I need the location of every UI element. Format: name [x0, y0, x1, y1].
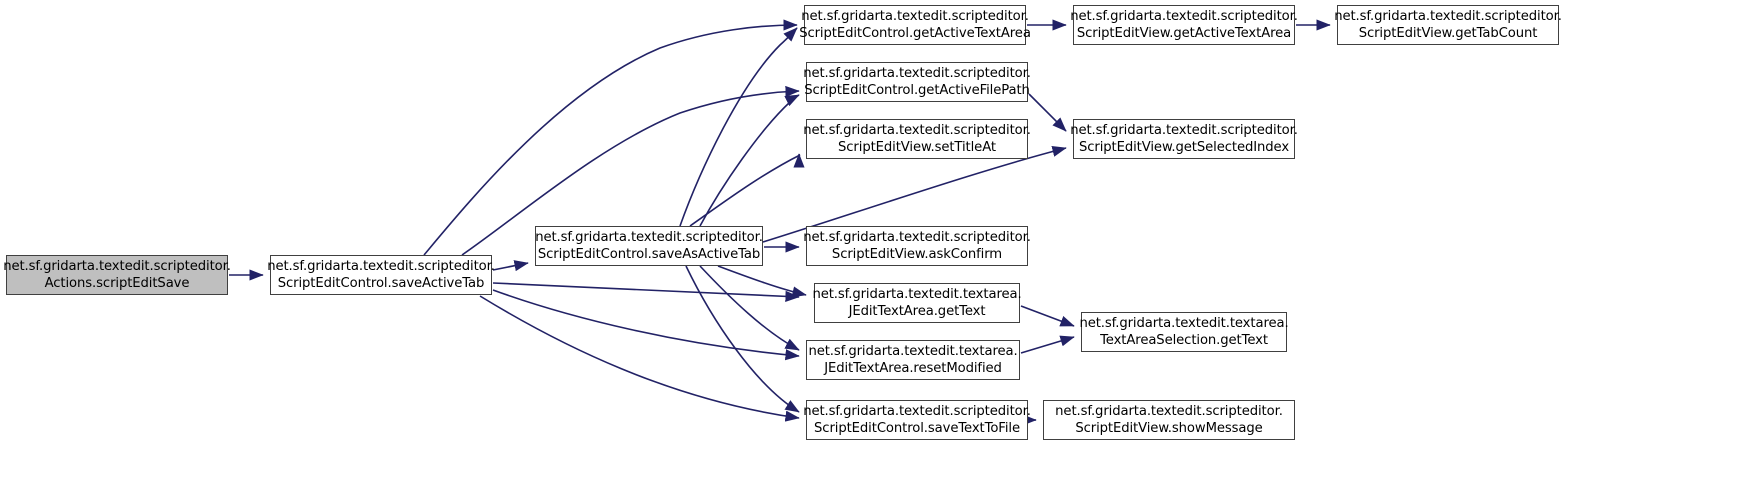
- graph-node-line1: net.sf.gridarta.textedit.textarea.: [1079, 315, 1289, 331]
- graph-node-getSelectedIndex[interactable]: net.sf.gridarta.textedit.scripteditor. Sc…: [1070, 119, 1298, 159]
- graph-node-resetModified[interactable]: net.sf.gridarta.textedit.textarea. JEditT…: [806, 340, 1020, 380]
- graph-node-line2: TextAreaSelection.getText: [1100, 333, 1268, 348]
- graph-node-line1: net.sf.gridarta.textedit.scripteditor.: [3, 258, 231, 274]
- graph-node-line1: net.sf.gridarta.textedit.scripteditor.: [1334, 8, 1562, 24]
- call-edge: [1020, 335, 1075, 354]
- call-edge: [492, 260, 529, 272]
- call-edge: [423, 19, 798, 256]
- graph-node-line2: ScriptEditControl.saveTextToFile: [814, 421, 1020, 436]
- graph-node-line2: ScriptEditControl.saveActiveTab: [277, 276, 485, 291]
- graph-node-line1: net.sf.gridarta.textedit.scripteditor.: [803, 403, 1031, 419]
- graph-node-showMessage[interactable]: net.sf.gridarta.textedit.scripteditor. Sc…: [1043, 400, 1295, 440]
- call-edge: [762, 145, 1067, 243]
- graph-node-jeditGetText[interactable]: net.sf.gridarta.textedit.textarea. JEditT…: [812, 283, 1022, 323]
- graph-node-saveAsActiveTab[interactable]: net.sf.gridarta.textedit.scripteditor. Sc…: [535, 226, 763, 266]
- graph-node-line2: ScriptEditControl.getActiveTextArea: [799, 26, 1031, 41]
- graph-node-viewGetActiveTextArea[interactable]: net.sf.gridarta.textedit.scripteditor. Sc…: [1070, 5, 1298, 45]
- call-edge: [492, 282, 800, 302]
- graph-node-line2: JEditTextArea.getText: [848, 304, 986, 319]
- graph-node-line2: ScriptEditView.showMessage: [1075, 421, 1263, 436]
- call-edge: [699, 94, 800, 227]
- graph-node-scriptEditSave[interactable]: net.sf.gridarta.textedit.scripteditor. Ac…: [3, 255, 231, 295]
- graph-node-line1: net.sf.gridarta.textedit.scripteditor.: [803, 122, 1031, 138]
- call-edge: [679, 27, 798, 227]
- graph-node-line1: net.sf.gridarta.textedit.textarea.: [812, 286, 1022, 302]
- graph-node-line1: net.sf.gridarta.textedit.scripteditor.: [801, 8, 1029, 24]
- graph-node-line1: net.sf.gridarta.textedit.scripteditor.: [803, 229, 1031, 245]
- graph-node-getActiveTextArea[interactable]: net.sf.gridarta.textedit.scripteditor. Sc…: [799, 5, 1031, 45]
- graph-node-line1: net.sf.gridarta.textedit.scripteditor.: [267, 258, 495, 274]
- graph-node-line2: ScriptEditView.getActiveTextArea: [1076, 26, 1292, 41]
- graph-node-line2: Actions.scriptEditSave: [44, 276, 190, 291]
- graph-node-getTabCount[interactable]: net.sf.gridarta.textedit.scripteditor. Sc…: [1334, 5, 1562, 45]
- graph-node-line1: net.sf.gridarta.textedit.textarea.: [808, 343, 1018, 359]
- graph-node-line2: ScriptEditView.setTitleAt: [838, 140, 996, 155]
- graph-node-line1: net.sf.gridarta.textedit.scripteditor.: [803, 65, 1031, 81]
- graph-node-line1: net.sf.gridarta.textedit.scripteditor.: [1070, 122, 1298, 138]
- call-edge: [1020, 305, 1075, 327]
- graph-node-line2: ScriptEditView.getSelectedIndex: [1078, 140, 1290, 155]
- call-edge: [479, 295, 800, 422]
- call-edge: [461, 85, 800, 256]
- graph-node-line1: net.sf.gridarta.textedit.scripteditor.: [1070, 8, 1298, 24]
- graph-node-line2: JEditTextArea.resetModified: [824, 361, 1002, 376]
- graph-node-line2: ScriptEditControl.getActiveFilePath: [804, 83, 1030, 98]
- call-edge: [685, 265, 800, 413]
- graph-node-setTitleAt[interactable]: net.sf.gridarta.textedit.scripteditor. Sc…: [803, 119, 1031, 159]
- call-edge: [699, 265, 800, 351]
- graph-node-textAreaSelectionGetText[interactable]: net.sf.gridarta.textedit.textarea. TextAr…: [1079, 312, 1289, 352]
- call-edge: [1028, 93, 1067, 132]
- call-edge: [717, 265, 807, 298]
- graph-node-line1: net.sf.gridarta.textedit.scripteditor.: [1055, 403, 1283, 419]
- call-edge: [492, 289, 800, 361]
- graph-node-saveActiveTab[interactable]: net.sf.gridarta.textedit.scripteditor. Sc…: [267, 255, 495, 295]
- graph-node-line1: net.sf.gridarta.textedit.scripteditor.: [535, 229, 763, 245]
- graph-node-askConfirm[interactable]: net.sf.gridarta.textedit.scripteditor. Sc…: [803, 226, 1031, 266]
- call-edge: [689, 153, 805, 227]
- graph-node-line2: ScriptEditView.askConfirm: [831, 247, 1003, 262]
- graph-node-line2: ScriptEditControl.saveAsActiveTab: [537, 247, 761, 262]
- graph-node-saveTextToFile[interactable]: net.sf.gridarta.textedit.scripteditor. Sc…: [803, 400, 1031, 440]
- graph-node-getActiveFilePath[interactable]: net.sf.gridarta.textedit.scripteditor. Sc…: [803, 62, 1031, 102]
- graph-node-line2: ScriptEditView.getTabCount: [1358, 26, 1538, 41]
